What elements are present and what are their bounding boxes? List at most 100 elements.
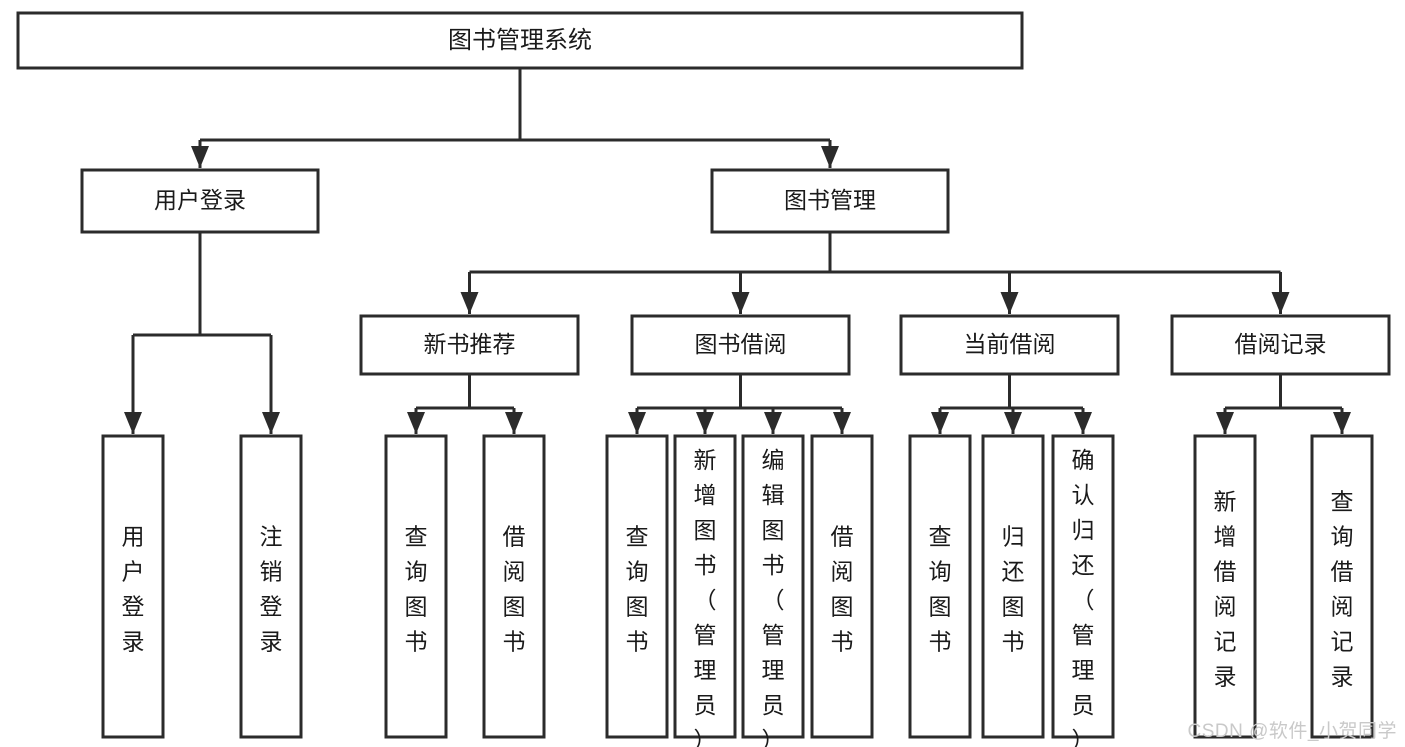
node-label-char: 记 [1214,629,1237,655]
node-label-char: 增 [694,482,717,508]
node-label-char: 图 [762,517,785,543]
node-label-char: 书 [503,629,526,655]
node-box[interactable] [741,434,805,739]
node-label-char: 注 [260,524,283,550]
nodes-layer: 图书管理系统用户登录图书管理新书推荐图书借阅当前借阅借阅记录用户登录注销登录查询… [16,11,1391,747]
node-label-char: 书 [626,629,649,655]
node-label-char: 录 [1331,664,1354,690]
node-box[interactable] [482,434,546,739]
node-label-char: （ [762,587,785,613]
arrow-head-icon [628,412,646,434]
node-label-char: 借 [1214,559,1237,585]
node-borrow-record[interactable]: 借阅记录 [1170,314,1391,376]
node-label-char: 理 [1072,657,1095,683]
node-box[interactable] [605,434,669,739]
arrow-head-icon [124,412,142,434]
node-label-char: 认 [1072,482,1095,508]
arrow-head-icon [931,412,949,434]
node-label-char: 图 [929,594,952,620]
node-label-char: 增 [1214,524,1237,550]
node-label-char: 录 [260,629,283,655]
node-label: 图书借阅 [695,331,787,357]
node-box[interactable] [1170,314,1391,376]
arrow-head-icon [505,412,523,434]
node-label-char: 书 [831,629,854,655]
node-new-book-rec[interactable]: 新书推荐 [359,314,580,376]
node-label-char: 书 [405,629,428,655]
node-box[interactable] [908,434,972,739]
node-label: 图书管理系统 [448,27,592,54]
node-label-char: ） [762,727,785,747]
node-book-manage[interactable]: 图书管理 [710,168,950,234]
node-label-char: （ [1072,587,1095,613]
node-box[interactable] [810,434,874,739]
node-label-char: 登 [122,594,145,620]
node-label-char: 理 [694,657,717,683]
node-label-char: 阅 [831,559,854,585]
node-box[interactable] [239,434,303,739]
node-label-char: 书 [762,552,785,578]
node-label-char: 借 [831,524,854,550]
node-user-login[interactable]: 用户登录 [80,168,320,234]
node-label-char: 查 [1331,489,1354,515]
node-box[interactable] [710,168,950,234]
node-current-borrow[interactable]: 当前借阅 [899,314,1120,376]
node-box[interactable] [1310,434,1374,739]
node-label-char: 阅 [1331,594,1354,620]
node-label-char: ） [694,727,717,747]
node-box[interactable] [384,434,448,739]
node-label: 借阅记录 [1235,331,1327,357]
node-box[interactable] [899,314,1120,376]
node-label-char: 户 [122,559,145,585]
node-box[interactable] [630,314,851,376]
node-label-char: 图 [405,594,428,620]
node-label-char: 管 [762,622,785,648]
arrow-head-icon [821,146,839,168]
node-label-char: 新 [694,447,717,473]
node-label-char: 询 [1331,524,1354,550]
node-box[interactable] [16,11,1024,70]
node-label-char: 书 [694,552,717,578]
node-label-char: 管 [694,622,717,648]
node-box[interactable] [981,434,1045,739]
node-label-char: 归 [1072,517,1095,543]
node-root[interactable]: 图书管理系统 [16,11,1024,70]
node-label-char: 辑 [762,482,785,508]
node-box[interactable] [1193,434,1257,739]
node-label-char: 管 [1072,622,1095,648]
arrow-head-icon [1216,412,1234,434]
node-box[interactable] [1051,434,1115,739]
node-label: 当前借阅 [964,331,1056,357]
node-label-char: 理 [762,657,785,683]
arrow-head-icon [696,412,714,434]
node-label-char: 阅 [1214,594,1237,620]
node-label-char: （ [694,587,717,613]
arrow-head-icon [731,292,750,314]
node-leaf-user-login[interactable]: 用户登录 [101,434,165,739]
node-box[interactable] [673,434,737,739]
node-label-char: 借 [503,524,526,550]
node-label-char: 记 [1331,629,1354,655]
node-label-char: 员 [1072,692,1095,718]
node-label: 图书管理 [784,187,876,213]
node-box[interactable] [359,314,580,376]
node-box[interactable] [80,168,320,234]
node-box[interactable] [101,434,165,739]
node-label-char: 确 [1072,447,1095,473]
node-label-char: 新 [1214,489,1237,515]
node-book-borrow[interactable]: 图书借阅 [630,314,851,376]
arrow-head-icon [1333,412,1351,434]
